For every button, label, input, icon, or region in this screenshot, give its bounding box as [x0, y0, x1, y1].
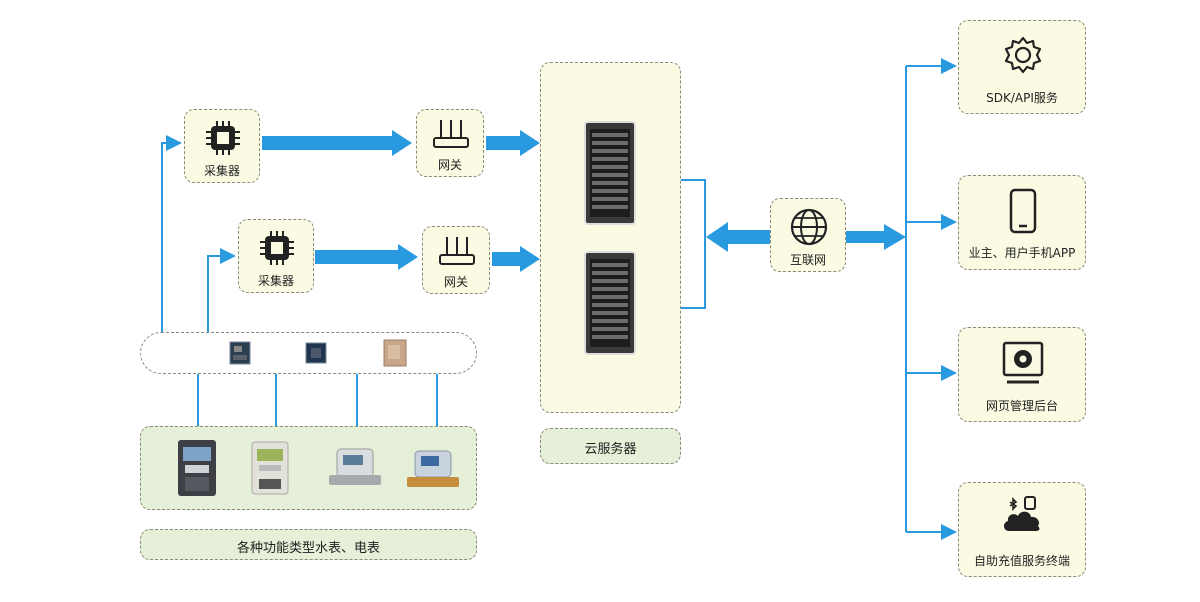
service-label: 业主、用户手机APP: [968, 246, 1076, 260]
server-rack-icon: [584, 121, 636, 225]
electric-meter-icon: [178, 440, 216, 496]
cloud-server-label: 云服务器: [584, 442, 637, 457]
service-web-admin: 网页管理后台: [958, 327, 1086, 422]
module-bar: [140, 332, 477, 374]
collector-node-1: 采集器: [184, 109, 260, 183]
service-label: SDK/API服务: [986, 91, 1058, 105]
router-icon: [439, 237, 475, 265]
gateway-label: 网关: [443, 275, 468, 289]
router-icon: [433, 120, 469, 148]
electric-meter-icon: [251, 441, 289, 495]
service-mobile-app: 业主、用户手机APP: [958, 175, 1086, 270]
cloud-server-caption: 云服务器: [540, 428, 681, 464]
monitor-settings-icon: [1002, 341, 1044, 384]
water-meter-icon: [329, 448, 381, 485]
service-recharge-terminal: 自助充值服务终端: [958, 482, 1086, 577]
service-label: 网页管理后台: [985, 399, 1058, 413]
collector-node-2: 采集器: [238, 219, 314, 293]
chip-icon: [260, 231, 294, 265]
globe-icon: [790, 208, 828, 246]
internet-label: 互联网: [789, 253, 826, 267]
cloud-server-panel: [540, 62, 681, 413]
smartphone-icon: [1009, 188, 1037, 234]
gateway-node-2: 网关: [422, 226, 490, 294]
server-rack-icon: [584, 251, 636, 355]
internet-node: 互联网: [770, 198, 846, 272]
chip-icon: [206, 121, 240, 155]
wireless-module-icon: [229, 341, 251, 365]
wireless-module-icon: [383, 339, 407, 367]
gateway-node-1: 网关: [416, 109, 484, 177]
meters-label: 各种功能类型水表、电表: [236, 541, 380, 556]
water-meter-icon: [407, 450, 459, 487]
collector-label: 采集器: [257, 274, 294, 288]
service-sdk-api: SDK/API服务: [958, 20, 1086, 114]
wireless-module-icon: [305, 342, 327, 364]
meters-caption: 各种功能类型水表、电表: [140, 529, 477, 560]
service-label: 自助充值服务终端: [973, 554, 1070, 568]
meters-panel: [140, 426, 477, 510]
cloud-device-icon: [1003, 496, 1040, 531]
gateway-label: 网关: [437, 158, 462, 172]
gear-icon: [1004, 36, 1042, 74]
collector-label: 采集器: [203, 164, 240, 178]
